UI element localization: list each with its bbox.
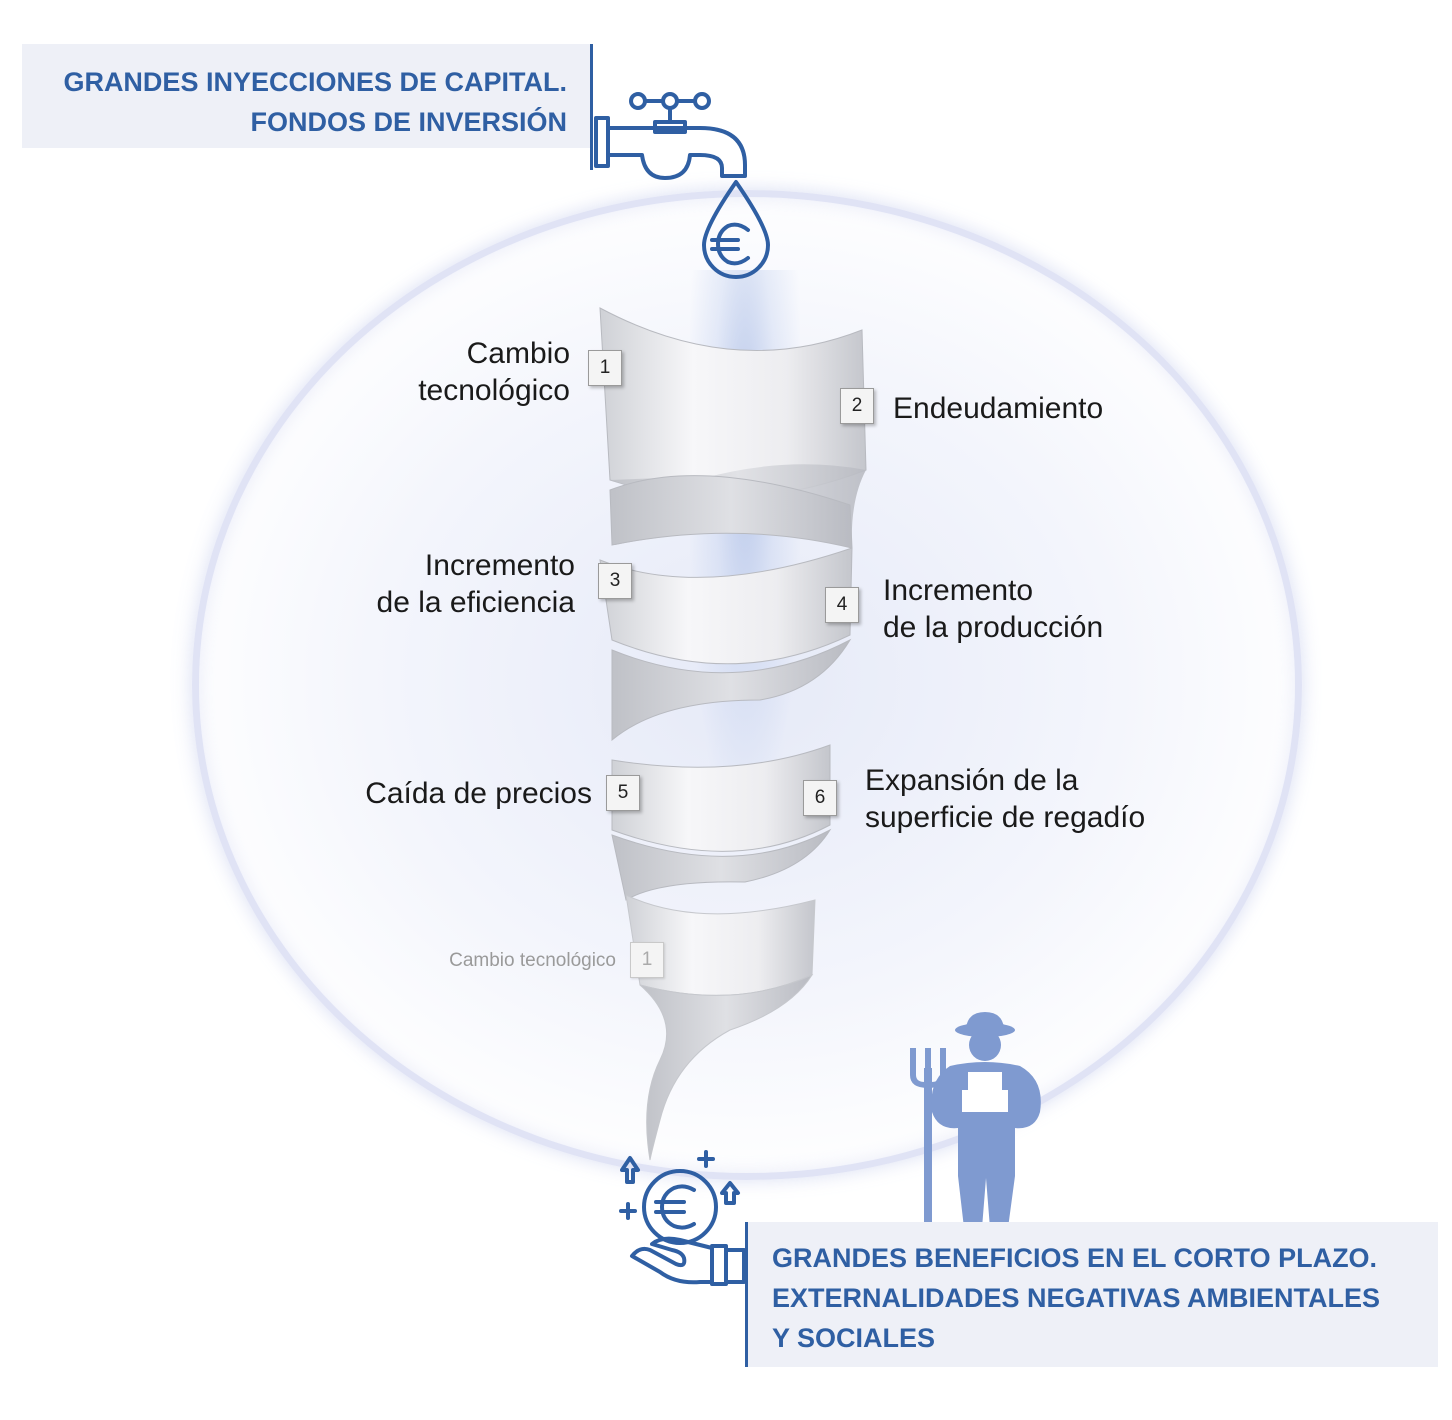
header-title: GRANDES INYECCIONES DE CAPITAL. FONDOS D… bbox=[22, 62, 567, 142]
footer-title: GRANDES BENEFICIOS EN EL CORTO PLAZO. EX… bbox=[772, 1238, 1442, 1358]
footer-panel bbox=[748, 1222, 1438, 1367]
step-4-badge: 4 bbox=[825, 587, 859, 623]
step-5-line-1: Caída de precios bbox=[365, 777, 592, 810]
step-3-badge: 3 bbox=[598, 563, 632, 599]
step-repeat-label: Cambio tecnológico bbox=[380, 949, 616, 973]
header-divider bbox=[590, 44, 593, 170]
step-1-badge: 1 bbox=[588, 350, 622, 386]
step-2-label: Endeudamiento bbox=[893, 390, 1103, 427]
step-6-line-2: superficie de regadío bbox=[865, 801, 1146, 834]
step-1-label: Cambio tecnológico bbox=[340, 335, 570, 409]
step-5-badge: 5 bbox=[606, 775, 640, 811]
step-4-line-2: de la producción bbox=[883, 611, 1104, 644]
step-repeat-line-1: Cambio tecnológico bbox=[449, 950, 616, 971]
step-2-badge: 2 bbox=[840, 388, 874, 424]
footer-divider bbox=[745, 1222, 748, 1367]
step-6-line-1: Expansión de la bbox=[865, 764, 1079, 797]
step-4-label: Incremento de la producción bbox=[883, 572, 1103, 646]
header-line-2: FONDOS DE INVERSIÓN bbox=[250, 107, 567, 137]
footer-line-1: GRANDES BENEFICIOS EN EL CORTO PLAZO. bbox=[772, 1243, 1378, 1273]
footer-line-2: EXTERNALIDADES NEGATIVAS AMBIENTALES bbox=[772, 1283, 1381, 1313]
header-line-1: GRANDES INYECCIONES DE CAPITAL. bbox=[63, 67, 567, 97]
step-4-line-1: Incremento bbox=[883, 574, 1034, 607]
step-3-line-2: de la eficiencia bbox=[376, 586, 575, 619]
cycle-ring bbox=[192, 190, 1302, 1180]
step-repeat-badge: 1 bbox=[630, 942, 664, 978]
step-6-label: Expansión de la superficie de regadío bbox=[865, 762, 1145, 836]
step-2-line-1: Endeudamiento bbox=[893, 392, 1104, 425]
step-1-line-2: tecnológico bbox=[418, 374, 570, 407]
step-3-label: Incremento de la eficiencia bbox=[300, 547, 575, 621]
step-5-label: Caída de precios bbox=[300, 775, 592, 812]
footer-line-3: Y SOCIALES bbox=[772, 1323, 936, 1353]
step-1-line-1: Cambio bbox=[466, 337, 570, 370]
step-6-badge: 6 bbox=[803, 780, 837, 816]
step-3-line-1: Incremento bbox=[424, 549, 575, 582]
header-panel bbox=[22, 44, 592, 148]
